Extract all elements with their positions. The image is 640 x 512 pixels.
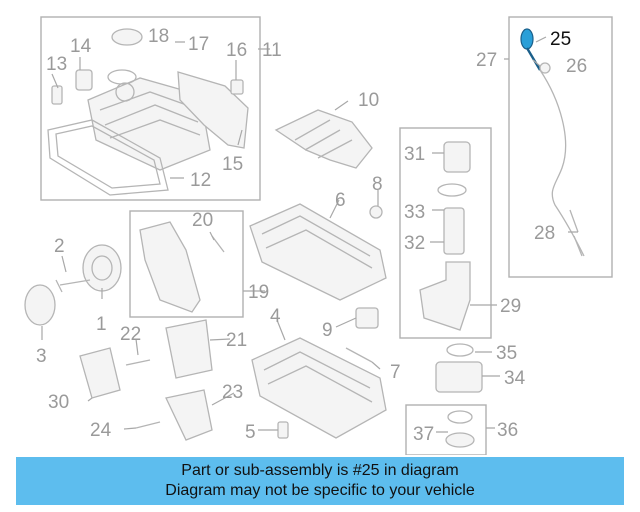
callout-7: 7 [390, 362, 401, 383]
pulley-bolt-part [55, 279, 91, 293]
callout-14: 14 [70, 36, 92, 57]
callout-29: 29 [500, 296, 521, 317]
callout-32: 32 [404, 233, 425, 254]
info-banner: Part or sub-assembly is #25 in diagram D… [16, 457, 624, 505]
oil-pump-part [79, 347, 121, 399]
callout-15: 15 [222, 154, 243, 175]
oil-cooler-part [435, 361, 483, 393]
callout-34: 34 [504, 368, 526, 389]
group-box-seal [405, 404, 487, 455]
dipstick-part [520, 28, 585, 257]
group-box-dipstick [508, 16, 613, 278]
callout-11: 11 [262, 40, 282, 61]
callout-36: 36 [497, 420, 518, 441]
callout-37: 37 [413, 424, 434, 445]
callout-35: 35 [496, 343, 517, 364]
valve-cover-gasket-part [47, 119, 169, 196]
gasket-strip-part [345, 347, 373, 363]
callout-24: 24 [90, 420, 112, 441]
callout-18: 18 [148, 26, 169, 47]
callout-13: 13 [46, 54, 67, 75]
group-box-timing-cover [129, 210, 244, 318]
oil-filter-cap-part [443, 141, 471, 173]
group-box-valve-cover [40, 16, 261, 201]
banner-line-2: Diagram may not be specific to your vehi… [165, 482, 475, 499]
callout-4: 4 [270, 306, 281, 327]
front-seal-part [24, 284, 56, 326]
bolt-part-22 [125, 359, 151, 366]
drain-plug-part [277, 421, 289, 439]
lower-oil-pan-part [251, 337, 387, 439]
o-ring-part-33 [437, 183, 467, 197]
callout-21: 21 [226, 330, 247, 351]
callout-8: 8 [372, 174, 383, 195]
valve-cover-part [87, 77, 211, 171]
callout-16: 16 [226, 40, 247, 61]
callout-23: 23 [222, 382, 243, 403]
o-ring-part-35 [446, 343, 474, 357]
pump-bracket-part [165, 319, 213, 379]
callout-31: 31 [404, 144, 425, 165]
callout-33: 33 [404, 202, 425, 223]
callout-17: 17 [188, 34, 209, 55]
callout-5: 5 [245, 422, 256, 443]
baffle-part [165, 389, 213, 441]
callout-19: 19 [248, 282, 269, 303]
callout-3: 3 [36, 346, 47, 367]
callout-30: 30 [48, 392, 69, 413]
sensor-part [230, 79, 244, 95]
banner-line-1: Part or sub-assembly is #25 in diagram [181, 462, 459, 479]
callout-9: 9 [322, 320, 333, 341]
heat-shield-part [177, 71, 249, 149]
bolt-part-24 [135, 421, 161, 429]
callout-27: 27 [476, 50, 497, 71]
oil-filter-housing-part [419, 261, 471, 331]
oil-level-sensor-part [355, 307, 379, 329]
oil-cap-part [107, 28, 143, 85]
callout-26: 26 [566, 56, 587, 77]
crank-pulley-part [82, 244, 122, 292]
manifold-part [274, 109, 373, 169]
oil-filter-element-part [443, 207, 465, 255]
callout-22: 22 [120, 324, 141, 345]
seal-part-37 [445, 410, 475, 448]
callout-10: 10 [358, 90, 379, 111]
upper-oil-pan-part [249, 203, 387, 301]
parts-diagram: 1 2 3 4 5 6 7 8 9 10 11 12 13 14 15 16 1… [24, 16, 613, 455]
callout-28: 28 [534, 223, 555, 244]
breather-part [51, 69, 93, 105]
callout-25: 25 [550, 29, 571, 50]
group-box-oil-filter [399, 127, 492, 339]
callout-1: 1 [96, 314, 107, 335]
callout-12: 12 [190, 170, 211, 191]
callout-2: 2 [54, 236, 65, 257]
sensor-part-8 [369, 205, 383, 219]
leader-lines [41, 36, 578, 433]
callout-6: 6 [335, 190, 346, 211]
callout-20: 20 [192, 210, 213, 231]
